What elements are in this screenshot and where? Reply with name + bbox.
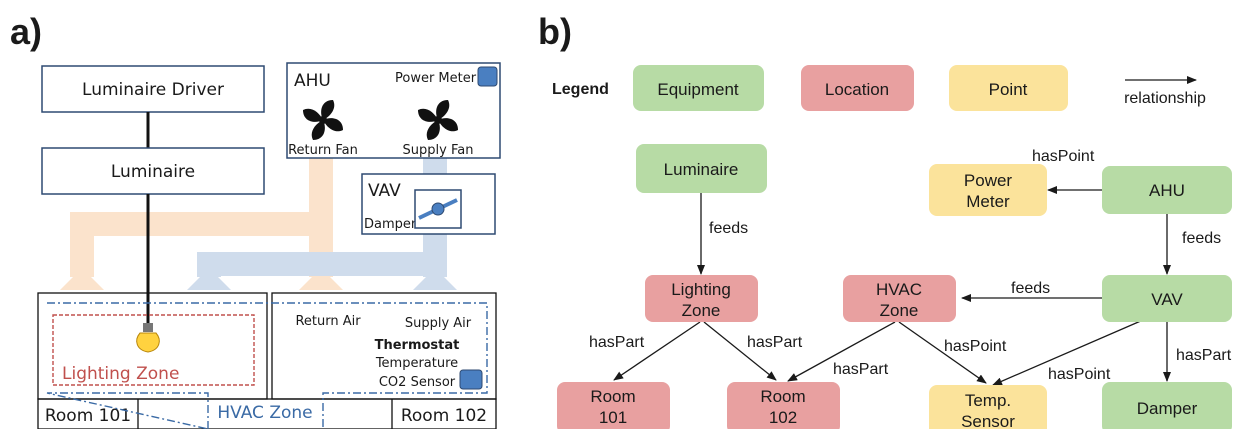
panel-a-label: a) bbox=[10, 11, 42, 52]
room-101-label: Room 101 bbox=[45, 406, 131, 426]
power-meter-label: Power Meter bbox=[395, 71, 477, 86]
panel-b-label: b) bbox=[538, 11, 572, 52]
node-room-102 bbox=[727, 382, 840, 429]
supply-air-label: Supply Air bbox=[405, 316, 472, 331]
co2-sensor-label: CO2 Sensor bbox=[379, 375, 456, 390]
legend-equipment-swatch bbox=[633, 65, 764, 111]
node-room-101-label-2: 101 bbox=[599, 408, 627, 427]
node-luminaire-label: Luminaire bbox=[664, 160, 739, 179]
node-ahu bbox=[1102, 166, 1232, 214]
return-fan-icon bbox=[303, 100, 343, 140]
luminaire-driver-label: Luminaire Driver bbox=[82, 80, 224, 100]
return-fan-label: Return Fan bbox=[288, 143, 358, 158]
node-hvac-zone-label-2: Zone bbox=[880, 301, 919, 320]
edge-vav-tempsensor bbox=[992, 319, 1144, 386]
return-air-label: Return Air bbox=[295, 314, 361, 329]
node-room-102-label-1: Room bbox=[760, 387, 805, 406]
node-luminaire bbox=[636, 144, 767, 193]
node-hvac-zone-label-1: HVAC bbox=[876, 280, 922, 299]
node-lighting-zone-label-2: Zone bbox=[682, 301, 721, 320]
vav-title: VAV bbox=[368, 181, 401, 201]
supply-air-duct bbox=[187, 158, 457, 290]
damper-icon bbox=[418, 198, 458, 220]
edge-hvac-room102 bbox=[787, 321, 896, 382]
node-room-102-label-2: 102 bbox=[769, 408, 797, 427]
supply-fan-label: Supply Fan bbox=[403, 143, 474, 158]
node-room-101 bbox=[557, 382, 670, 429]
edge-label-feeds-ahu: feeds bbox=[1182, 230, 1221, 247]
return-air-duct bbox=[60, 158, 343, 290]
node-ahu-label: AHU bbox=[1149, 181, 1185, 200]
legend-location-swatch bbox=[801, 65, 914, 111]
legend-relationship-label: relationship bbox=[1124, 90, 1206, 107]
legend-location-label: Location bbox=[825, 80, 889, 99]
edge-label-haspart-lz-102: hasPart bbox=[747, 334, 803, 351]
edge-label-feeds-luminaire: feeds bbox=[709, 220, 748, 237]
power-meter-sensor-icon bbox=[477, 66, 498, 87]
legend-title: Legend bbox=[552, 81, 609, 98]
edge-lz-room102 bbox=[703, 321, 777, 381]
damper-label: Damper bbox=[364, 217, 417, 232]
node-power-meter-label-1: Power bbox=[964, 171, 1013, 190]
supply-fan-icon bbox=[418, 100, 458, 140]
room-102-label: Room 102 bbox=[401, 406, 487, 426]
thermostat-sensor-icon bbox=[459, 369, 483, 390]
edge-hvac-tempsensor bbox=[898, 321, 987, 384]
luminaire-box bbox=[41, 147, 265, 195]
edge-lz-room101 bbox=[613, 321, 701, 381]
node-power-meter-label-2: Meter bbox=[966, 192, 1010, 211]
luminaire-driver-box bbox=[41, 65, 265, 113]
node-vav bbox=[1102, 275, 1232, 322]
edge-label-haspart-vav: hasPart bbox=[1176, 347, 1232, 364]
lighting-zone-label: Lighting Zone bbox=[62, 364, 179, 384]
node-temp-sensor-label-2: Sensor bbox=[961, 412, 1015, 429]
edge-label-haspoint-vav: hasPoint bbox=[1048, 366, 1111, 383]
thermostat-label: Thermostat bbox=[375, 338, 460, 353]
hvac-zone-label: HVAC Zone bbox=[217, 403, 312, 423]
node-temp-sensor-label-1: Temp. bbox=[965, 391, 1011, 410]
node-power-meter bbox=[929, 164, 1047, 216]
node-damper-label: Damper bbox=[1137, 399, 1198, 418]
hvac-zone-outline bbox=[46, 302, 488, 429]
edge-label-haspoint-hvac: hasPoint bbox=[944, 338, 1007, 355]
legend-point-swatch bbox=[949, 65, 1068, 111]
node-room-101-label-1: Room bbox=[590, 387, 635, 406]
node-damper bbox=[1102, 382, 1232, 429]
node-temp-sensor bbox=[929, 385, 1047, 429]
edge-label-haspart-lz-101: hasPart bbox=[589, 334, 645, 351]
ahu-title: AHU bbox=[294, 71, 331, 91]
floor-strip bbox=[37, 398, 497, 429]
lighting-zone-outline bbox=[52, 314, 255, 386]
node-lighting-zone-label-1: Lighting bbox=[671, 280, 731, 299]
node-lighting-zone bbox=[645, 275, 758, 322]
node-hvac-zone bbox=[843, 275, 956, 322]
edge-label-feeds-vav: feeds bbox=[1011, 280, 1050, 297]
edge-label-haspoint-ahu: hasPoint bbox=[1032, 148, 1095, 165]
node-vav-label: VAV bbox=[1151, 290, 1183, 309]
legend-point-label: Point bbox=[989, 80, 1028, 99]
light-bulb-icon bbox=[136, 323, 160, 353]
edge-label-haspart-hvac-102: hasPart bbox=[833, 361, 889, 378]
luminaire-label: Luminaire bbox=[111, 162, 195, 182]
temperature-label: Temperature bbox=[375, 356, 458, 371]
legend-equipment-label: Equipment bbox=[657, 80, 739, 99]
